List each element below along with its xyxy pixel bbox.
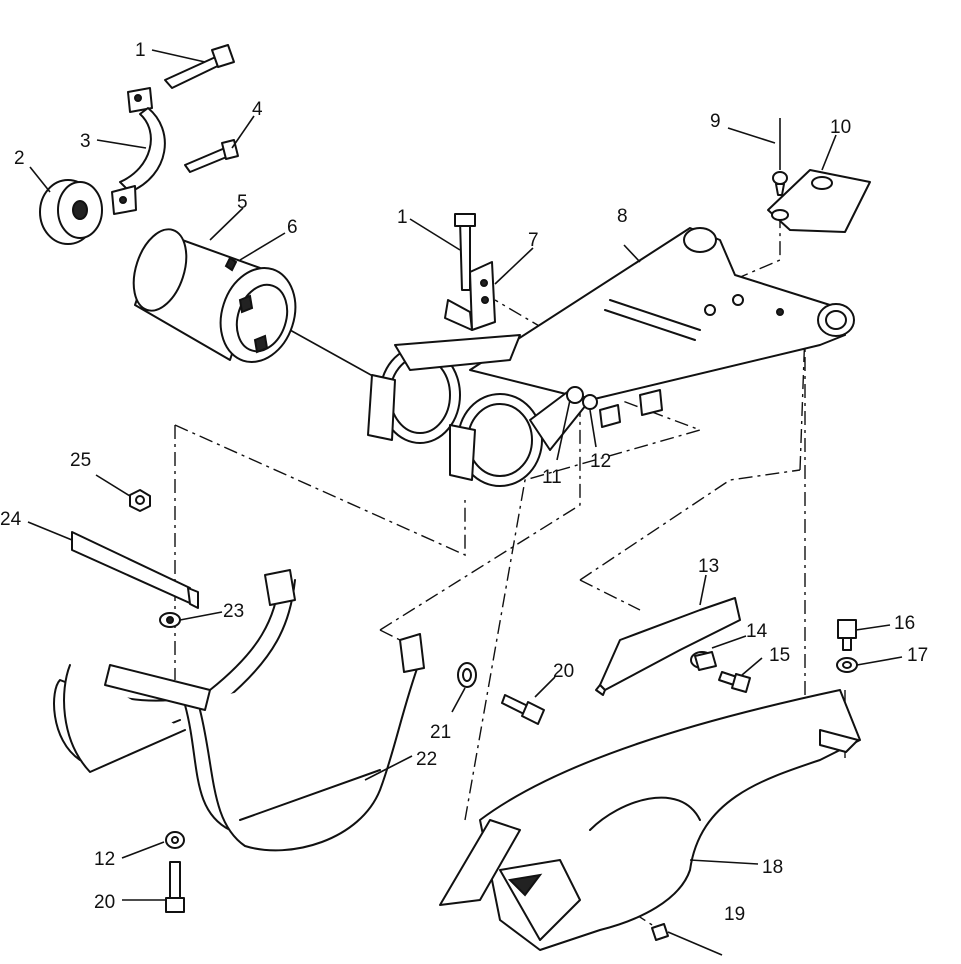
- callout-20-bottom: 20: [94, 892, 115, 913]
- callout-20-center: 20: [553, 661, 574, 682]
- callout-3: 3: [80, 131, 91, 152]
- washer-part-21: [457, 662, 477, 688]
- callout-4: 4: [252, 99, 263, 120]
- bolt-part-20-bottom: [165, 861, 185, 913]
- pin-part-19: [651, 923, 723, 956]
- callout-1-top: 1: [135, 40, 146, 61]
- bolt-part-15: [718, 671, 751, 693]
- frame-part-8: [469, 227, 855, 428]
- roller-part-5: [132, 228, 381, 381]
- callout-12-bottom: 12: [94, 849, 115, 870]
- callout-7: 7: [528, 230, 539, 251]
- callout-5: 5: [237, 192, 248, 213]
- clamp-ring-left: [367, 334, 521, 444]
- plate-part-10: [767, 169, 871, 233]
- rivet-part-9: [772, 118, 788, 196]
- callout-24: 24: [0, 509, 22, 530]
- callout-10: 10: [830, 117, 851, 138]
- pin-part-6: [224, 256, 238, 272]
- washer-part-17: [836, 657, 858, 673]
- guard-part-18: [439, 689, 861, 951]
- callout-11: 11: [542, 467, 562, 488]
- callout-17: 17: [907, 645, 928, 666]
- callout-12-center: 12: [590, 451, 611, 472]
- clamp-ring-right: [449, 386, 598, 487]
- bolt-part-1: [164, 44, 235, 89]
- bolt-part-4: [184, 139, 239, 173]
- nut-part-23: [159, 612, 181, 628]
- bolt-part-20-center: [501, 694, 545, 725]
- callout-18: 18: [762, 857, 783, 878]
- callout-21: 21: [430, 722, 451, 743]
- callout-25: 25: [70, 450, 91, 471]
- bolt-part-16: [837, 619, 857, 651]
- bumper-part-22: [53, 569, 425, 852]
- callout-13: 13: [698, 556, 719, 577]
- callout-2: 2: [14, 148, 25, 169]
- nut-part-25: [129, 489, 151, 512]
- wheel-part-2: [39, 179, 103, 245]
- callout-leaders: [27, 49, 903, 901]
- callout-19: 19: [724, 904, 745, 925]
- angle-bracket-part-24: [71, 531, 199, 609]
- strap-clamp-part-3: [111, 87, 166, 215]
- callout-22: 22: [416, 749, 437, 770]
- washer-part-12-bottom: [165, 831, 185, 849]
- callout-1-center: 1: [397, 207, 408, 228]
- callout-16: 16: [894, 613, 915, 634]
- callout-6: 6: [287, 217, 298, 238]
- bracket-part-13: [595, 597, 741, 696]
- callout-23: 23: [223, 601, 244, 622]
- bracket-part-7: [444, 261, 496, 331]
- callout-labels: 1 2 3 4 5 6 1 7 8 9 10 11 12 13 14 15 16…: [0, 40, 928, 925]
- spacer-part-14: [690, 651, 717, 671]
- callout-9: 9: [710, 111, 721, 132]
- callout-14: 14: [746, 621, 768, 642]
- callout-15: 15: [769, 645, 790, 666]
- callout-8: 8: [617, 206, 628, 227]
